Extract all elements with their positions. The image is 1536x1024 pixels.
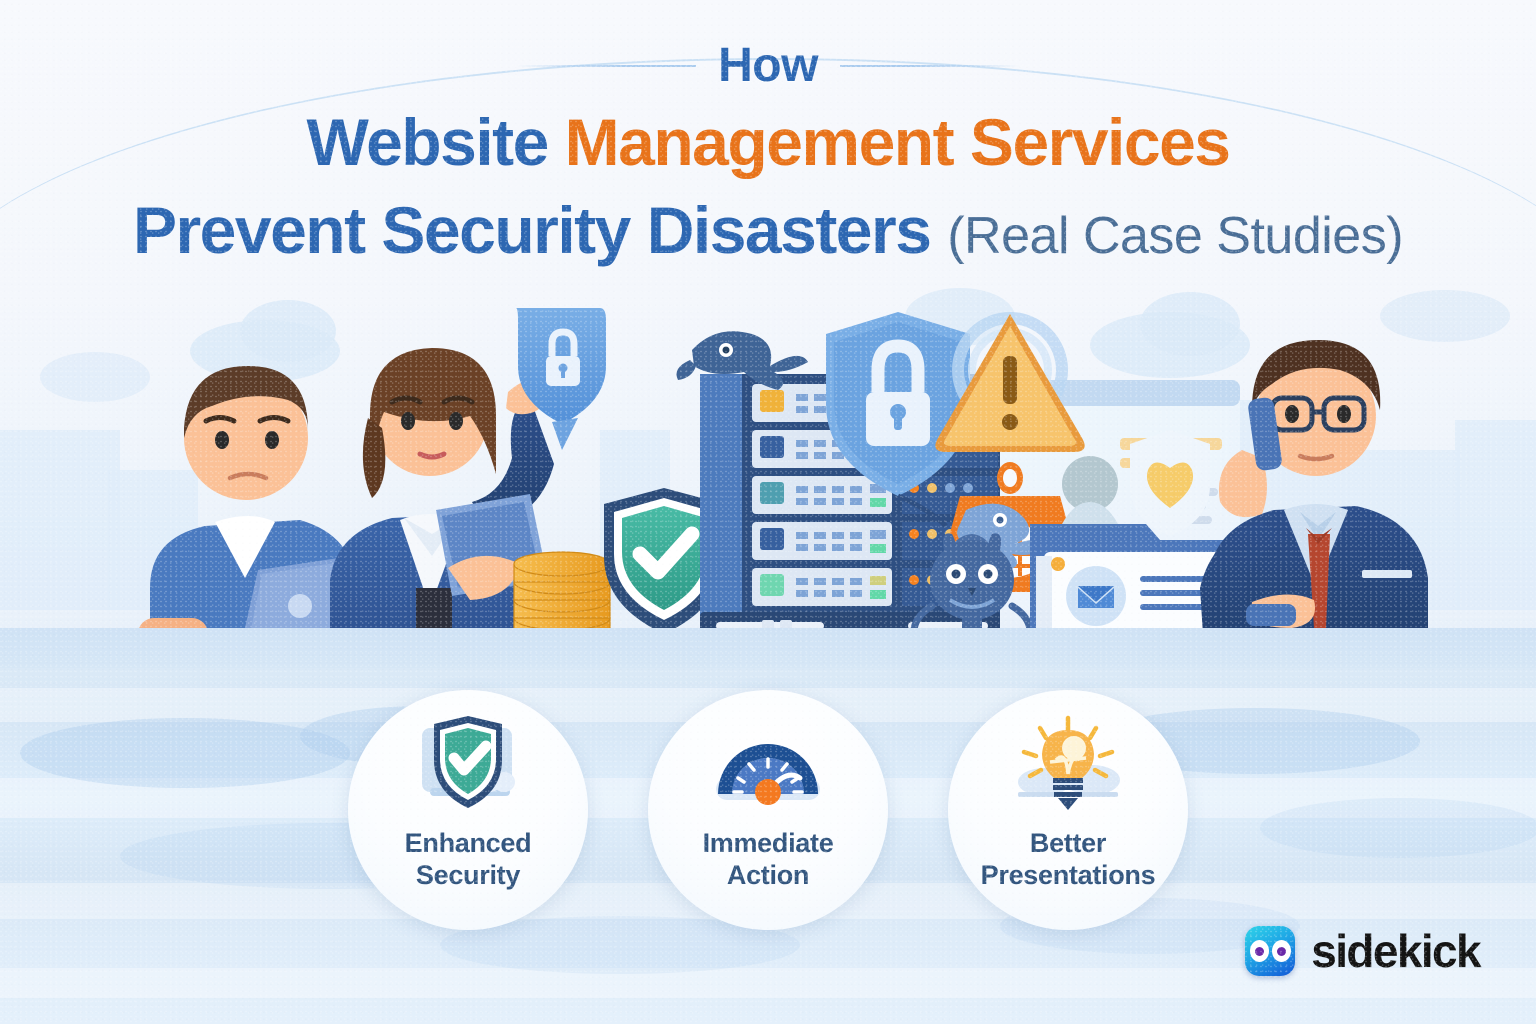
speedometer-icon: [708, 716, 828, 812]
green-check-shield: [604, 488, 724, 634]
benefit-badges: Enhanced Security Immedi: [0, 690, 1536, 930]
cloud-shape: [1380, 290, 1510, 342]
blue-lock-shield: [826, 312, 970, 528]
logo-pupil-left: [1254, 946, 1264, 956]
badge-label-line2: Presentations: [980, 859, 1156, 890]
divider-line-left: [516, 64, 697, 67]
title-segment-website: Website: [306, 105, 565, 179]
page-title-line-2: Prevent Security Disasters (Real Case St…: [0, 192, 1536, 268]
figure-businessman: [1200, 340, 1428, 650]
logo-pupil-right: [1276, 946, 1286, 956]
scene-artwork: [138, 308, 1428, 668]
title-segment-management: Management Services: [564, 105, 1231, 179]
heart-shield-icon: [1130, 430, 1210, 536]
scene-ground: [0, 628, 1536, 668]
eyebrow-row: How: [0, 38, 1536, 93]
badge-label-line2: Action: [726, 859, 810, 890]
band-cloud-blob: [1260, 798, 1536, 858]
logo-eye-left: [1249, 940, 1269, 962]
warning-triangle-icon: [935, 314, 1085, 452]
sidekick-logo[interactable]: sidekick: [1245, 924, 1482, 978]
hero-illustration: [0, 288, 1536, 668]
lock-shield-badge: [516, 308, 606, 450]
city-silhouette: [1455, 420, 1536, 610]
badge-label: Enhanced Security: [405, 828, 532, 892]
bird-virus-icon: [676, 331, 808, 390]
badge-enhanced-security[interactable]: Enhanced Security: [348, 690, 588, 930]
poster-header: How Website Management Services Prevent …: [0, 0, 1536, 290]
sidekick-ghost-icon: [1245, 926, 1296, 976]
logo-eye-right: [1271, 940, 1291, 962]
divider-line-right: [839, 64, 1020, 67]
badge-label-line2: Security: [415, 859, 521, 890]
shield-check-icon: [408, 716, 528, 812]
cloud-shape: [1140, 292, 1240, 356]
figure-businesswoman: [330, 348, 554, 648]
header-arc-divider: [0, 58, 1536, 318]
band-cloud-blob: [20, 718, 350, 788]
eyebrow-text: How: [718, 39, 818, 92]
title-segment-prevent: Prevent Security Disasters: [132, 193, 948, 267]
badge-label-line1: Immediate: [702, 828, 834, 858]
page-title-line-1: Website Management Services: [0, 104, 1536, 180]
cloud-shape: [40, 352, 150, 402]
badge-immediate-action[interactable]: Immediate Action: [648, 690, 888, 930]
email-card: [1030, 524, 1240, 642]
badge-label: Immediate Action: [703, 828, 834, 892]
city-silhouette: [0, 430, 120, 610]
cloud-shape: [240, 300, 336, 362]
logo-wordmark: sidekick: [1311, 925, 1481, 977]
badge-label-line1: Enhanced: [404, 828, 532, 858]
badge-label-line1: Better: [1029, 828, 1107, 858]
lightbulb-icon: [1008, 715, 1128, 812]
badge-label: Better Presentations: [981, 828, 1156, 892]
title-segment-case-studies: (Real Case Studies): [947, 207, 1404, 265]
badge-better-presentations[interactable]: Better Presentations: [948, 690, 1188, 930]
